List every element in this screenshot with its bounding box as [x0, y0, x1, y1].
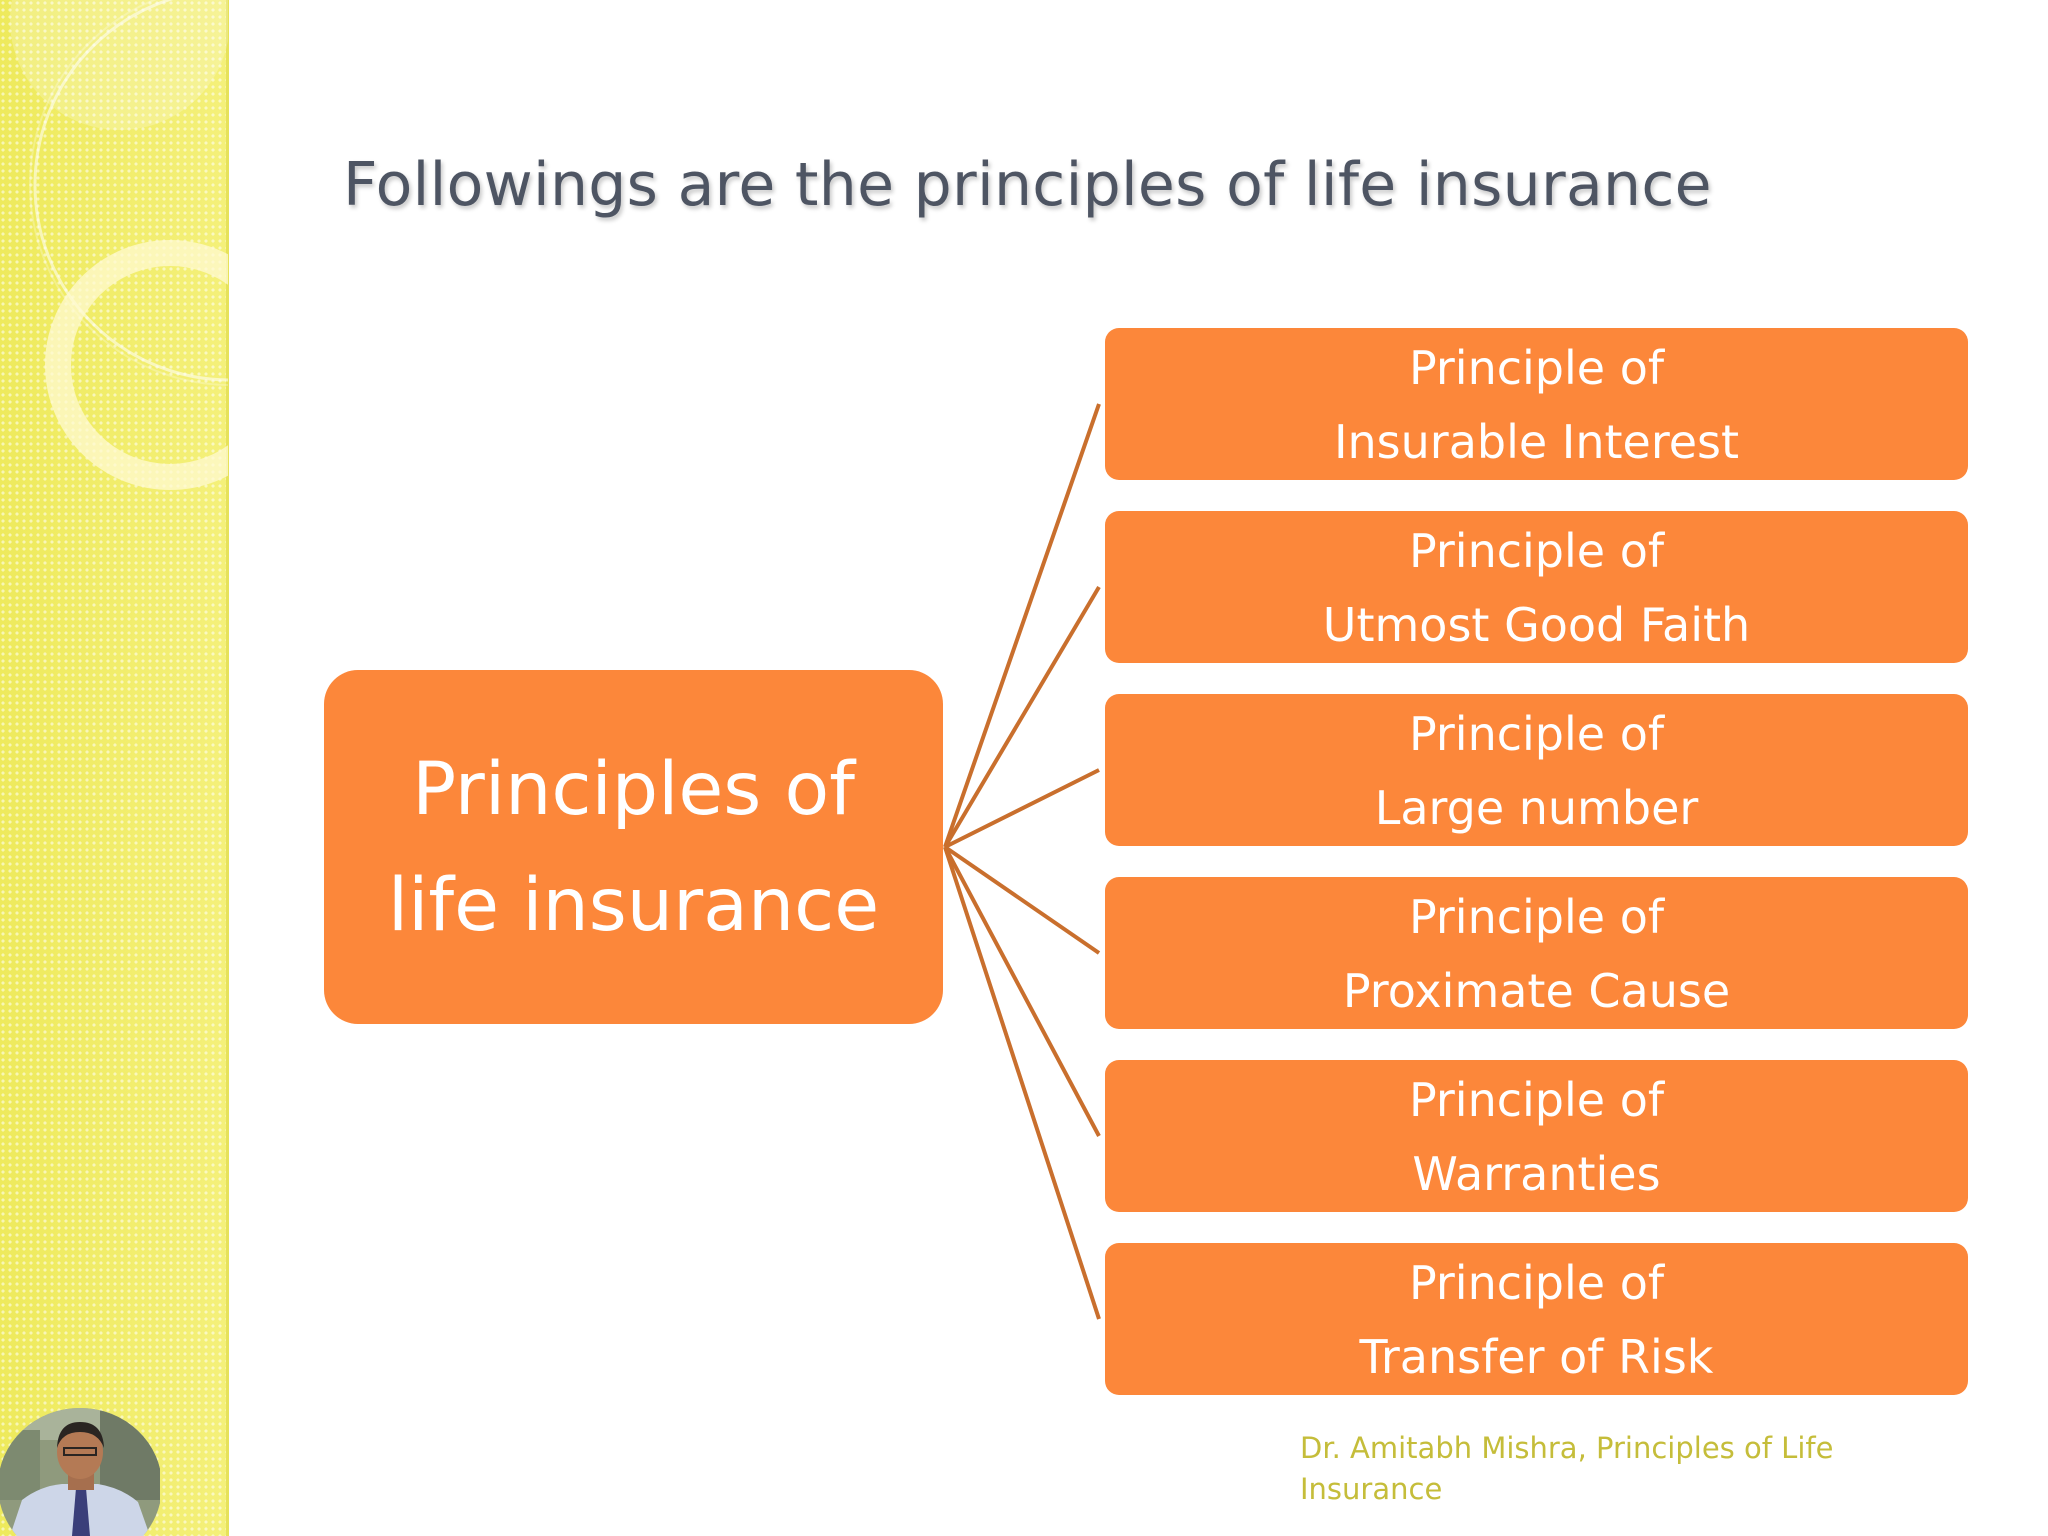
branch-line-2: Proximate Cause: [1342, 964, 1731, 1018]
ring-inner-glow: [29, 0, 228, 386]
decorative-rings: [10, 0, 228, 490]
face: [57, 1425, 103, 1479]
connector-line-2: [943, 585, 1101, 849]
hair: [57, 1422, 104, 1448]
branch-line-1: Principle of: [1408, 524, 1665, 578]
branch-line-2: Large number: [1374, 781, 1699, 835]
branch-line-2: Transfer of Risk: [1359, 1330, 1714, 1384]
top-highlight: [10, 0, 228, 130]
branch-node-transfer-of-risk: Principle of Transfer of Risk: [1105, 1243, 1968, 1395]
glasses: [63, 1447, 97, 1456]
branch-line-1: Principle of: [1408, 341, 1665, 395]
footer-credit: Dr. Amitabh Mishra, Principles of Life I…: [1300, 1428, 1860, 1510]
root-node-line-1: Principles of: [412, 747, 855, 832]
root-node-line-2: life insurance: [387, 863, 880, 948]
branch-node-warranties: Principle of Warranties: [1105, 1060, 1968, 1212]
side-band-edge: [226, 0, 229, 1536]
branch-node-utmost-good-faith: Principle of Utmost Good Faith: [1105, 511, 1968, 663]
branch-line-2: Insurable Interest: [1333, 415, 1740, 469]
footer-line-2: Insurance: [1300, 1472, 1443, 1506]
branch-node-insurable-interest: Principle of Insurable Interest: [1105, 328, 1968, 480]
connector-line-1: [943, 403, 1101, 848]
branch-line-1: Principle of: [1408, 1256, 1665, 1310]
small-ring: [45, 240, 228, 490]
branch-line-1: Principle of: [1408, 707, 1665, 761]
large-ring: [33, 0, 228, 382]
connector-line-6: [943, 846, 1101, 1320]
footer-line-1: Dr. Amitabh Mishra, Principles of Life: [1300, 1431, 1834, 1465]
branch-line-2: Warranties: [1412, 1147, 1661, 1201]
tie: [72, 1488, 90, 1536]
connector-line-4: [943, 845, 1101, 955]
branch-line-1: Principle of: [1408, 890, 1665, 944]
slide-title: Followings are the principles of life in…: [343, 150, 1712, 220]
connector-line-5: [943, 846, 1101, 1137]
branch-line-2: Utmost Good Faith: [1322, 598, 1751, 652]
root-node: Principles of life insurance: [324, 670, 943, 1024]
author-photo: [0, 1408, 160, 1536]
branch-line-1: Principle of: [1408, 1073, 1665, 1127]
connector-line-3: [944, 768, 1100, 849]
branch-node-large-number: Principle of Large number: [1105, 694, 1968, 846]
branch-node-proximate-cause: Principle of Proximate Cause: [1105, 877, 1968, 1029]
